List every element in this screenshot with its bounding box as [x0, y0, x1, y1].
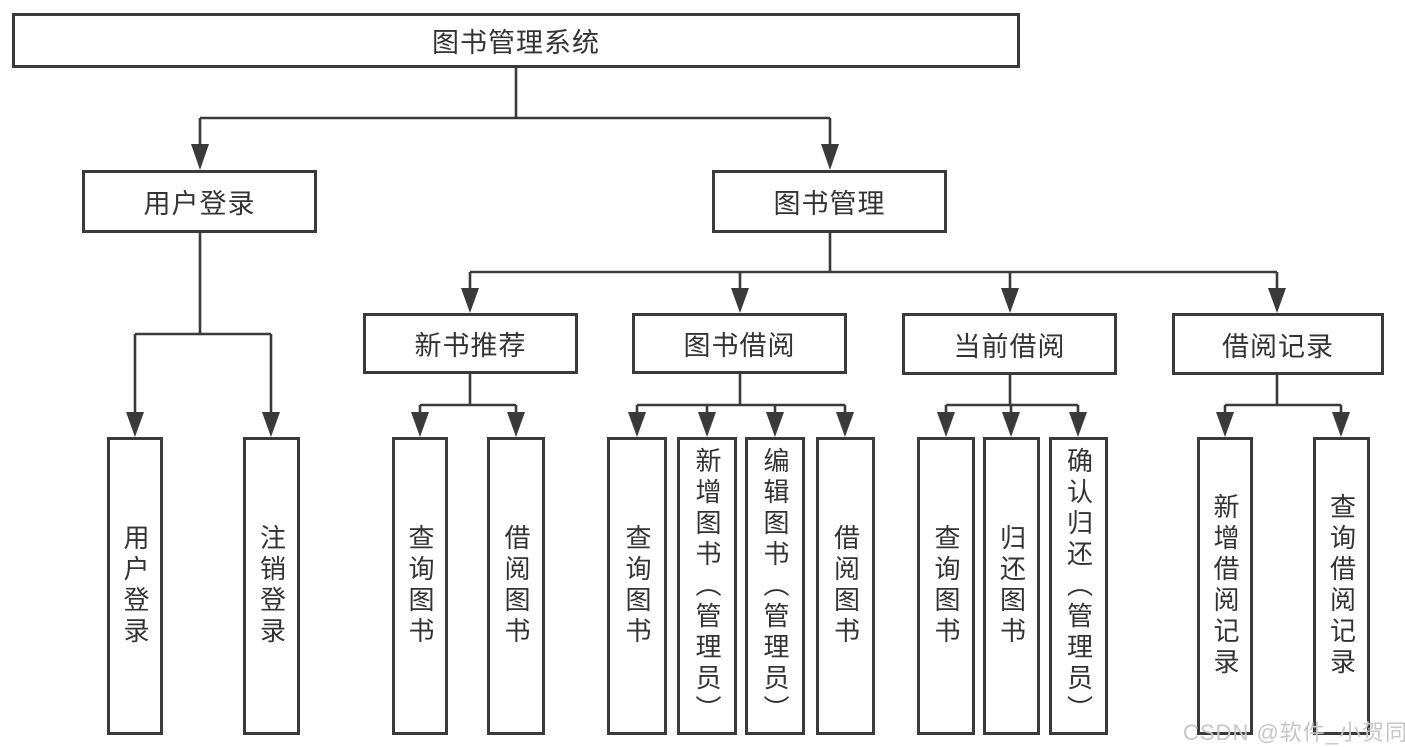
node-borrow-records: 借阅记录 [1172, 313, 1384, 375]
node-root: 图书管理系统 [12, 13, 1020, 68]
node-label: 借阅图书 [830, 524, 861, 648]
node-label: 借阅记录 [1222, 331, 1334, 362]
node-current-borrow: 当前借阅 [902, 313, 1117, 375]
node-label: 归还图书 [996, 524, 1027, 648]
edge-user-to-leaves [133, 233, 273, 414]
node-label: 确认归还（管理员） [1063, 446, 1094, 726]
node-new-book-recommend: 新书推荐 [363, 313, 578, 374]
leaf-query-borrow-record: 查询借阅记录 [1313, 437, 1370, 735]
node-label: 图书管理系统 [432, 28, 600, 58]
edge-records-to-leaves [1223, 375, 1343, 415]
edge-borrow-to-leaves [635, 374, 847, 415]
node-book-borrow: 图书借阅 [632, 313, 847, 374]
edge-book-to-sections [468, 233, 1279, 290]
csdn-watermark: CSDN @软件_小贺同学 [1183, 720, 1405, 745]
node-label: 用户登录 [143, 189, 256, 219]
node-book-management: 图书管理 [712, 170, 947, 233]
node-user-login-group: 用户登录 [82, 170, 317, 233]
node-label: 新增图书（管理员） [692, 446, 722, 726]
node-label: 查询图书 [405, 524, 435, 648]
node-label: 借阅图书 [501, 524, 531, 648]
leaf-confirm-return-admin: 确认归还（管理员） [1049, 437, 1108, 735]
leaf-query-books-borrow: 查询图书 [607, 437, 667, 735]
arrowheads [126, 144, 1350, 437]
leaf-add-borrow-record: 新增借阅记录 [1197, 437, 1253, 735]
node-label: 当前借阅 [953, 331, 1066, 362]
node-label: 新书推荐 [414, 331, 527, 361]
node-label: 图书借阅 [683, 331, 796, 361]
leaf-logout: 注销登录 [243, 437, 300, 735]
leaf-query-books-recommend: 查询图书 [392, 437, 448, 735]
leaf-add-book-admin: 新增图书（管理员） [677, 437, 737, 735]
node-label: 注销登录 [256, 524, 287, 648]
node-label: 查询借阅记录 [1326, 493, 1357, 679]
leaf-edit-book-admin: 编辑图书（管理员） [745, 437, 805, 735]
leaf-query-books-current: 查询图书 [917, 437, 975, 735]
leaf-user-login: 用户登录 [107, 437, 163, 735]
node-label: 用户登录 [120, 524, 150, 648]
leaf-borrow-books: 借阅图书 [816, 437, 875, 735]
node-label: 查询图书 [622, 524, 652, 648]
leaf-borrow-books-recommend: 借阅图书 [487, 437, 545, 735]
edge-recommend-to-leaves [418, 374, 518, 415]
node-label: 编辑图书（管理员） [760, 446, 790, 726]
node-label: 图书管理 [773, 189, 886, 219]
node-label: 新增借阅记录 [1210, 493, 1240, 679]
edge-current-to-leaves [944, 375, 1080, 415]
leaf-return-book: 归还图书 [983, 437, 1040, 735]
node-label: 查询图书 [931, 524, 961, 648]
edge-root-to-level2 [198, 68, 832, 146]
